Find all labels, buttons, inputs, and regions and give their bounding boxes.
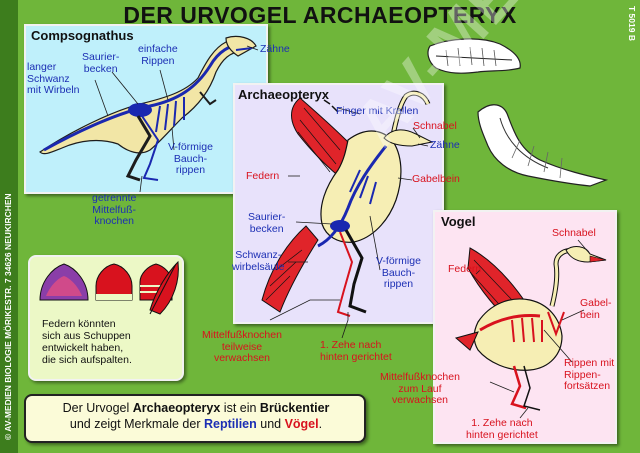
summary-part-7: und [256,416,285,431]
label-zaehne-archaeopteryx: Zähne [430,139,460,151]
label-mittelfussknochen-teilweise: Mittelfußknochen teilweise verwachsen [202,329,282,364]
label-federn-archaeopteryx: Federn [246,170,280,182]
label-v-foermige-bauchrippen: V-förmige Bauch- rippen [168,141,213,176]
label-schnabel-vogel: Schnabel [552,227,596,239]
vogel-skeleton-illustration [454,246,607,411]
summary-part-3: ist ein [220,401,260,415]
page-title: DER URVOGEL ARCHAEOPTERYX [123,2,517,28]
fossil-sketch-illustration [427,38,609,187]
summary-text: Der Urvogel Archaeopteryx ist ein Brücke… [28,401,364,432]
label-zaehne-compsognathus: Zähne [260,43,290,55]
label-einfache-rippen: einfache Rippen [138,43,178,67]
label-finger-mit-krallen: Finger mit Krallen [336,105,419,117]
vogel-title: Vogel [441,214,476,229]
compsognathus-leader-lines [94,45,259,193]
left-sidebar [0,0,18,453]
label-zehe-archaeopteryx: 1. Zehe nach hinten gerichtet [320,339,392,363]
archaeopteryx-title: Archaeopteryx [238,87,330,102]
label-mittelfussknochen-lauf: Mittelfußknochen zum Lauf verwachsen [380,371,460,406]
label-v-foermige-bauchrippen-archaeopteryx: V-förmige Bauch- rippen [376,255,421,290]
label-saurierbecken-archaeopteryx: Saurier- becken [248,211,286,235]
vogel-leader-lines [475,239,591,419]
summary-voegel: Vögel [284,416,319,431]
summary-part-9: . [318,416,323,431]
label-federn-vogel: Federn [448,263,482,275]
label-schnabel-archaeopteryx: Schnabel [413,120,457,132]
summary-brueckentier: Brückentier [259,401,330,415]
label-langer-schwanz: langer Schwanz mit Wirbeln [27,61,80,96]
summary-archaeopteryx: Archaeopteryx [132,401,221,415]
summary-part-5: und zeigt Merkmale der [69,416,204,431]
label-gabelbein-archaeopteryx: Gabelbein [412,173,460,185]
label-schwanzwirbelsaeule: Schwanz- wirbelsäule [232,249,285,273]
compsognathus-skeleton-illustration [39,35,257,182]
archaeopteryx-leader-lines [269,107,429,339]
label-rippen-mit-fortsaetzen: Rippen mit Rippen- fortsätzen [564,357,615,392]
label-zehe-vogel: 1. Zehe nach hinten gerichtet [466,417,538,441]
feather-evolution-illustration [39,260,179,315]
summary-part-1: Der Urvogel [62,401,133,415]
label-getrennte-mittelfussknochen: getrennte Mittelfuß- knochen [92,192,137,227]
summary-reptilien: Reptilien [203,416,257,431]
label-saurierbecken: Saurier- becken [82,51,120,75]
feather-evolution-text: Federn könnten sich aus Schuppen entwick… [42,318,132,366]
compsognathus-title: Compsognathus [31,28,134,43]
label-gabelbein-vogel: Gabel- bein [580,297,612,321]
archaeopteryx-skeleton-illustration [261,90,434,317]
summary-box [24,394,366,443]
